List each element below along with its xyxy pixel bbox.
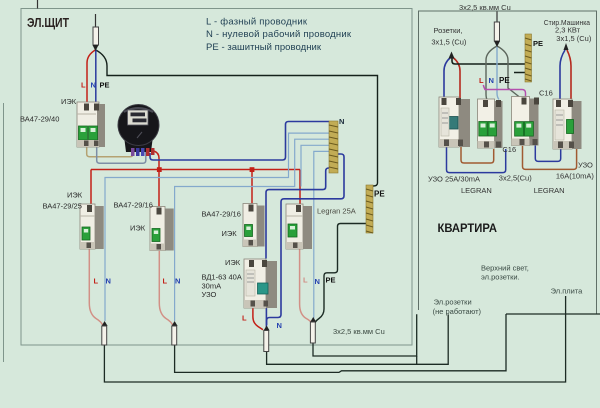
svg-text:УЗО: УЗО — [202, 290, 217, 299]
svg-text:ВА47-29/16: ВА47-29/16 — [202, 210, 241, 219]
svg-text:LEGRAN: LEGRAN — [534, 186, 565, 195]
svg-text:3х2,5 кв.мм Cu: 3х2,5 кв.мм Cu — [459, 3, 511, 12]
svg-text:Legran 25А: Legran 25А — [317, 207, 356, 216]
svg-text:ВД1-63 40А: ВД1-63 40А — [202, 273, 242, 282]
svg-text:(не работают): (не работают) — [433, 307, 482, 316]
svg-text:16А(10mA): 16А(10mA) — [556, 172, 594, 181]
svg-text:PE: PE — [533, 39, 543, 48]
svg-text:N: N — [175, 277, 180, 286]
svg-text:L - фазный проводник: L - фазный проводник — [206, 17, 308, 28]
svg-text:N: N — [277, 321, 282, 330]
svg-text:L: L — [303, 276, 308, 285]
svg-text:L: L — [242, 314, 247, 323]
svg-text:3х1,5 (Cu): 3х1,5 (Cu) — [431, 38, 467, 47]
svg-text:L: L — [81, 80, 86, 89]
svg-text:Розетки,: Розетки, — [434, 26, 463, 35]
svg-text:Стир.Машинка: Стир.Машинка — [544, 18, 591, 27]
svg-text:КВАРТИРА: КВАРТИРА — [438, 221, 498, 235]
svg-text:УЗО 25А/30mA: УЗО 25А/30mA — [428, 175, 480, 184]
svg-text:N: N — [91, 80, 96, 89]
svg-text:3х1,5 (Cu): 3х1,5 (Cu) — [556, 34, 592, 43]
svg-text:PE - зашитный проводник: PE - зашитный проводник — [206, 42, 322, 53]
svg-text:эл.розетки.: эл.розетки. — [481, 273, 520, 282]
svg-text:N - нулевой рабочий проводник: N - нулевой рабочий проводник — [206, 29, 352, 40]
svg-text:C16: C16 — [539, 89, 553, 98]
svg-text:ВА47-29/25: ВА47-29/25 — [43, 202, 82, 211]
svg-text:PE: PE — [374, 190, 385, 199]
svg-text:N: N — [315, 277, 320, 286]
svg-text:3х2,5(Cu): 3х2,5(Cu) — [499, 174, 532, 183]
svg-text:ИЭК: ИЭК — [67, 191, 83, 200]
svg-text:C16: C16 — [502, 145, 516, 154]
svg-text:Эл.розетки: Эл.розетки — [434, 298, 472, 307]
svg-text:ИЭК: ИЭК — [222, 229, 238, 238]
svg-text:ИЭК: ИЭК — [225, 258, 241, 267]
svg-text:PE: PE — [499, 76, 510, 85]
svg-text:2,3 КВт: 2,3 КВт — [555, 26, 581, 35]
svg-text:PE: PE — [100, 80, 110, 89]
svg-text:Эл.плита: Эл.плита — [551, 287, 584, 296]
svg-text:L: L — [94, 277, 99, 286]
svg-text:L: L — [479, 76, 484, 85]
svg-text:ИЭК: ИЭК — [61, 97, 77, 106]
svg-text:ВА47-29/40: ВА47-29/40 — [20, 115, 59, 124]
svg-text:3х2,5 кв.мм Cu: 3х2,5 кв.мм Cu — [333, 327, 385, 336]
svg-text:N: N — [339, 117, 344, 126]
svg-text:УЗО: УЗО — [578, 161, 593, 170]
svg-text:N: N — [106, 277, 111, 286]
svg-text:PE: PE — [326, 276, 336, 285]
svg-text:ЭЛ.ЩИТ: ЭЛ.ЩИТ — [27, 15, 69, 30]
svg-text:Верхний свет,: Верхний свет, — [481, 264, 529, 273]
svg-text:LEGRAN: LEGRAN — [461, 186, 492, 195]
svg-text:N: N — [489, 76, 494, 85]
svg-text:ВА47-29/16: ВА47-29/16 — [114, 201, 153, 210]
svg-text:L: L — [163, 277, 168, 286]
svg-text:ИЭК: ИЭК — [130, 224, 146, 233]
svg-text:30mA: 30mA — [202, 282, 222, 291]
